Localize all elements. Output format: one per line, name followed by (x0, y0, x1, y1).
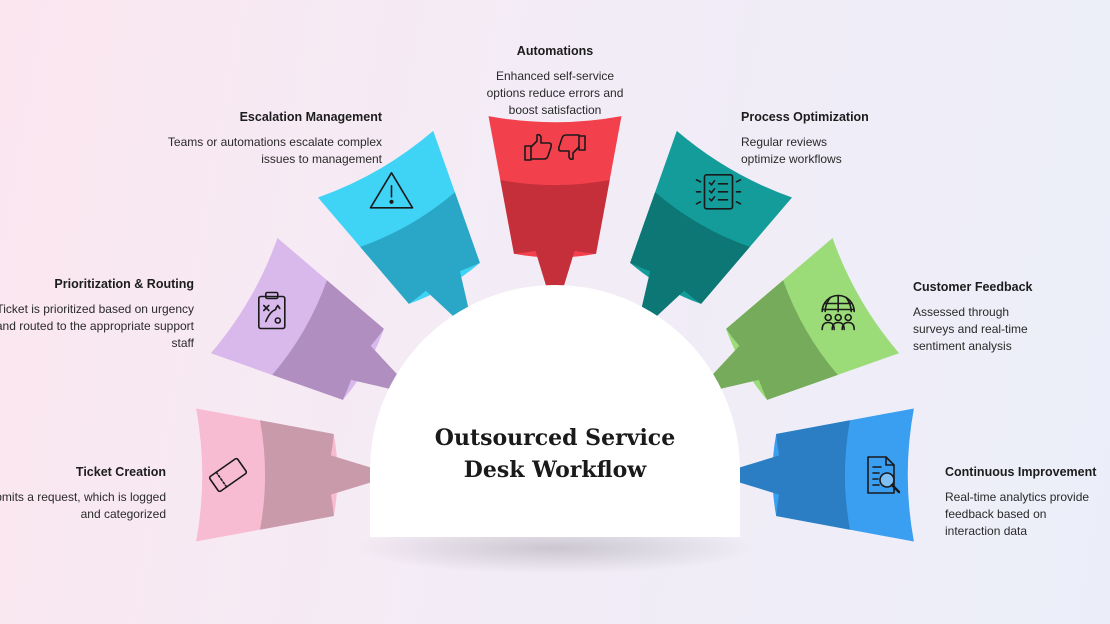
segment-pointer (500, 180, 610, 315)
step-label-prioritization-routing: Prioritization & Routing Ticket is prior… (0, 276, 194, 352)
segment-continuous-improvement (715, 408, 914, 542)
step-label-customer-feedback: Customer Feedback Assessed through surve… (913, 279, 1110, 355)
step-label-escalation-management: Escalation Management Teams or automatio… (162, 109, 382, 168)
center-title-line2: Desk Workflow (464, 457, 647, 483)
global-users-icon (821, 294, 856, 331)
thumbs-up-down-icon (524, 133, 586, 161)
checklist-document-icon (695, 174, 742, 210)
segment-pointer (260, 420, 395, 530)
step-label-ticket-creation: Ticket Creation User submits a request, … (0, 464, 166, 523)
clipboard-strategy-icon (257, 291, 286, 330)
center-hub: Outsourced Service Desk Workflow (355, 285, 755, 574)
step-title: Automations (516, 44, 594, 58)
segment-customer-feedback (693, 238, 900, 400)
step-description: Enhanced self-service options reduce err… (486, 69, 624, 117)
step-title: Prioritization & Routing (54, 277, 194, 291)
warning-icon (369, 172, 414, 209)
segment-prioritization-routing (210, 238, 417, 400)
step-title: Ticket Creation (75, 465, 166, 479)
segment-ticket-creation (196, 408, 395, 542)
segment-automations (488, 116, 622, 315)
step-title: Continuous Improvement (945, 465, 1097, 479)
segment-pointer (360, 192, 480, 337)
document-search-icon (867, 456, 901, 494)
segment-process-optimization (630, 130, 792, 337)
step-title: Customer Feedback (913, 280, 1033, 294)
step-label-continuous-improvement: Continuous Improvement Real-time analyti… (945, 464, 1110, 540)
step-description: Assessed through surveys and real-time s… (913, 305, 1028, 353)
step-description: Real-time analytics provide feedback bas… (945, 490, 1090, 538)
segment-pointer (272, 280, 417, 400)
step-description: Ticket is prioritized based on urgency a… (0, 302, 194, 350)
segment-pointer (693, 280, 838, 400)
center-title-line1: Outsourced Service (435, 425, 675, 451)
step-label-process-optimization: Process Optimization Regular reviews opt… (741, 109, 961, 168)
segment-escalation-management (318, 130, 480, 337)
segment-pointer (630, 192, 750, 337)
step-label-automations: Automations Enhanced self-service option… (445, 43, 665, 119)
segment-pointer (715, 420, 850, 530)
step-description: Regular reviews optimize workflows (741, 135, 842, 166)
ticket-icon (208, 457, 248, 493)
step-description: User submits a request, which is logged … (0, 490, 166, 521)
step-description: Teams or automations escalate complex is… (167, 135, 382, 166)
step-title: Process Optimization (741, 110, 869, 124)
step-title: Escalation Management (239, 110, 382, 124)
